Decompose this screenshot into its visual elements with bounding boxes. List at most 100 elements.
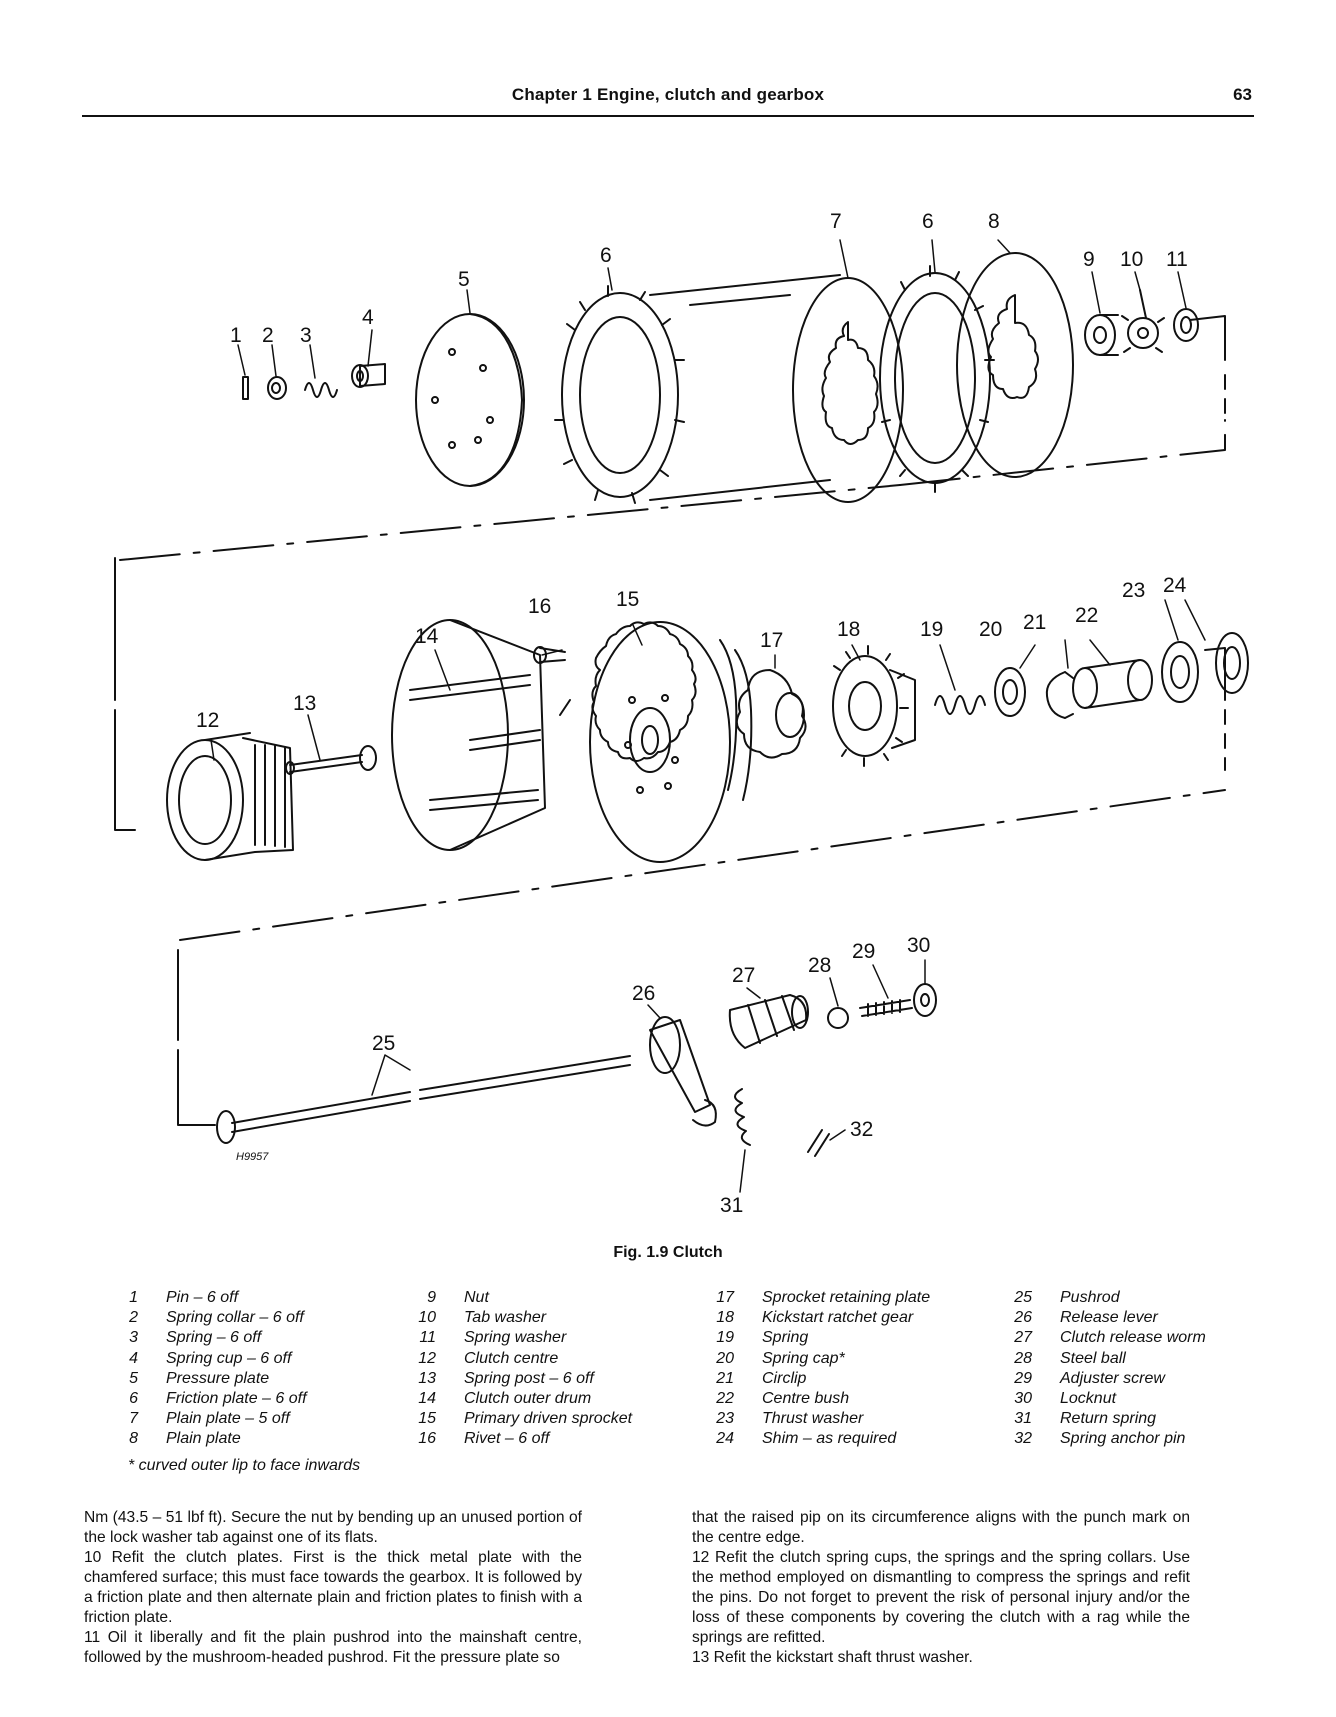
callout-5: 5 [458, 268, 470, 291]
part-31-return-spring [734, 1088, 751, 1146]
part-14-clutch-outer-drum [391, 619, 546, 851]
part-24-shim [1215, 632, 1249, 694]
body-paragraph: 11 Oil it liberally and fit the plain pu… [84, 1629, 582, 1666]
part-20-spring-cap [994, 667, 1026, 717]
part-18-kickstart-ratchet-gear [832, 645, 916, 767]
part-2-spring-collar [267, 376, 287, 400]
callout-14: 14 [415, 625, 439, 648]
header-rule [82, 115, 1254, 117]
callout-7: 7 [830, 210, 842, 233]
part-22-centre-bush [1072, 659, 1153, 709]
part-21-circlip [1045, 671, 1074, 719]
callout-4: 4 [362, 306, 374, 329]
callout-6: 6 [600, 244, 612, 267]
part-8-plain-plate [956, 252, 1074, 478]
callout-17: 17 [760, 629, 783, 652]
callout-1: 1 [230, 324, 242, 347]
part-13-spring-post [285, 745, 377, 775]
callout-9: 9 [1083, 248, 1095, 271]
callout-30: 30 [907, 934, 930, 957]
figure-caption: Fig. 1.9 Clutch [613, 1244, 723, 1261]
callout-21: 21 [1023, 611, 1046, 634]
part-25-pushrod: H9957 [216, 1055, 631, 1163]
callout-29: 29 [852, 940, 875, 963]
callout-6-second: 6 [922, 210, 934, 233]
body-paragraph: 10 Refit the clutch plates. First is the… [84, 1549, 582, 1626]
legend-footnote: * curved outer lip to face inwards [128, 1457, 361, 1474]
clutch-exploded-diagram: H9957 1 2 3 4 5 6 [114, 210, 1249, 1217]
callout-20: 20 [979, 618, 1002, 641]
callout-28: 28 [808, 954, 831, 977]
callout-18: 18 [837, 618, 860, 641]
callout-13: 13 [293, 692, 316, 715]
part-17-sprocket-retaining-plate [735, 669, 807, 759]
row3-axis-lines [177, 949, 216, 1126]
part-6-friction-plate-second [879, 265, 995, 493]
callout-24: 24 [1163, 574, 1187, 597]
part-32-spring-anchor-pin [807, 1129, 830, 1157]
callout-31: 31 [720, 1194, 743, 1217]
body-paragraph: 12 Refit the clutch spring cups, the spr… [692, 1549, 1190, 1646]
chapter-title: Chapter 1 Engine, clutch and gearbox [511, 85, 825, 104]
callout-25: 25 [372, 1032, 395, 1055]
part-30-locknut [913, 983, 937, 1017]
part-23-thrust-washer [1161, 641, 1199, 703]
callout-16: 16 [528, 595, 551, 618]
leader-lines [210, 239, 1206, 1193]
row2-axis-lines [114, 557, 1226, 941]
part-12-clutch-centre [166, 732, 294, 861]
part-19-spring [934, 695, 986, 715]
part-6-friction-plate [554, 285, 685, 504]
row1-axis-lines [119, 274, 1226, 561]
body-text-left-column: Nm (43.5 – 51 lbf ft). Secure the nut by… [84, 1508, 582, 1668]
callout-15: 15 [616, 588, 639, 611]
part-29-adjuster-screw [859, 999, 913, 1017]
drawing-code: H9957 [236, 1151, 269, 1163]
part-26-release-lever [649, 1016, 717, 1127]
callout-22: 22 [1075, 604, 1098, 627]
callout-27: 27 [732, 964, 755, 987]
part-1-pin [242, 376, 249, 400]
part-10-tab-washer [1121, 289, 1165, 353]
page-number: 63 [1233, 85, 1252, 104]
body-paragraph: 13 Refit the kickstart shaft thrust wash… [692, 1649, 973, 1666]
callout-10: 10 [1120, 248, 1143, 271]
body-paragraph: that the raised pip on its circumference… [692, 1509, 1190, 1546]
part-16-rivet [533, 646, 566, 664]
part-15-primary-driven-sprocket [589, 621, 753, 863]
callout-32: 32 [850, 1118, 873, 1141]
part-27-clutch-release-worm [728, 994, 809, 1049]
callout-26: 26 [632, 982, 655, 1005]
part-11-spring-washer [1173, 308, 1199, 342]
callout-3: 3 [300, 324, 312, 347]
callout-12: 12 [196, 709, 219, 732]
callout-19: 19 [920, 618, 943, 641]
